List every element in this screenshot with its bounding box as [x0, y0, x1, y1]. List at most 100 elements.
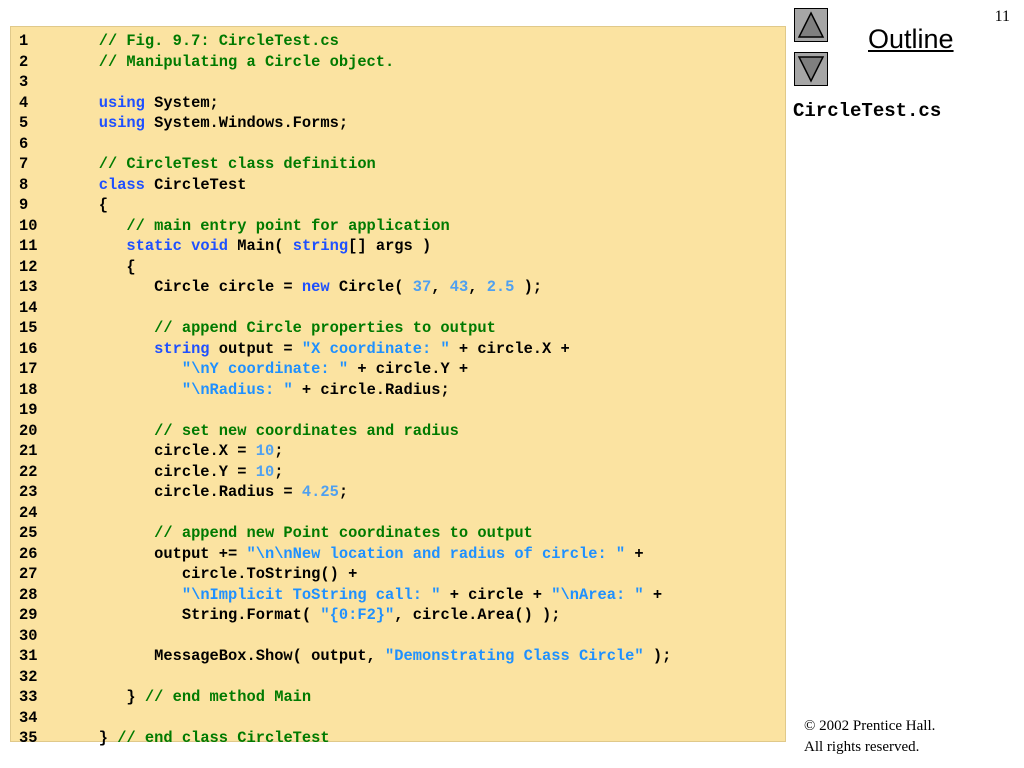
- code-token-string: "X coordinate: ": [301, 339, 450, 358]
- line-number: 27: [19, 565, 38, 583]
- line-number: 30: [19, 626, 38, 645]
- code-token-comment: // end method Main: [144, 688, 312, 706]
- code-token-plain: output =: [209, 339, 302, 358]
- line-number: 21: [19, 442, 38, 460]
- code-token-plain: ;: [338, 483, 349, 501]
- code-indent: [71, 565, 182, 583]
- code-token-plain: ;: [274, 462, 284, 481]
- code-line: 29 String.Format( "{0:F2}", circle.Area(…: [19, 605, 671, 626]
- code-token-plain: + circle +: [440, 585, 552, 604]
- line-number: 25: [19, 524, 38, 542]
- code-indent: [71, 155, 99, 173]
- triangle-down-icon: [797, 56, 825, 83]
- code-line: 27 circle.ToString() +: [19, 564, 671, 585]
- code-line: 31 MessageBox.Show( output, "Demonstrati…: [19, 646, 671, 667]
- code-indent: [71, 196, 99, 214]
- code-token-comment: // append new Point coordinates to outpu…: [154, 524, 533, 542]
- code-token-string: "\nImplicit ToString call: ": [181, 585, 441, 604]
- code-token-plain: }: [98, 729, 118, 747]
- code-token-plain: + circle.Y +: [348, 360, 469, 378]
- code-line: 22 circle.Y = 10;: [19, 462, 671, 483]
- copyright-line-1: © 2002 Prentice Hall.: [804, 718, 936, 734]
- code-token-comment: // set new coordinates and radius: [154, 421, 459, 440]
- page-number: 11: [994, 8, 1010, 25]
- code-token-number: 4.25: [301, 483, 339, 501]
- code-token-keyword: using: [98, 93, 145, 112]
- code-indent: [71, 217, 126, 235]
- code-token-comment: // end class CircleTest: [117, 729, 330, 747]
- code-token-plain: {: [98, 196, 108, 214]
- next-slide-button[interactable]: [794, 52, 828, 86]
- line-number: 32: [19, 667, 38, 686]
- code-line: 26 output += "\n\nNew location and radiu…: [19, 544, 671, 565]
- file-name-label: CircleTest.cs: [793, 100, 942, 122]
- line-number: 26: [19, 544, 38, 563]
- code-token-keyword: using: [98, 114, 145, 132]
- line-number: 3: [19, 73, 29, 91]
- line-number: 17: [19, 360, 38, 378]
- code-token-plain: CircleTest: [144, 175, 247, 194]
- code-line: 7 // CircleTest class definition: [19, 154, 671, 175]
- code-token-plain: String.Format(: [181, 606, 321, 624]
- line-number: 18: [19, 380, 38, 399]
- code-token-plain: }: [126, 688, 145, 706]
- code-line: 11 static void Main( string[] args ): [19, 236, 671, 257]
- code-line: 16 string output = "X coordinate: " + ci…: [19, 339, 671, 360]
- code-line: 13 Circle circle = new Circle( 37, 43, 2…: [19, 277, 671, 298]
- code-line: 35 } // end class CircleTest: [19, 728, 671, 749]
- code-token-keyword: class: [98, 175, 145, 194]
- code-token-plain: {: [126, 257, 136, 276]
- code-line: 34: [19, 708, 671, 729]
- line-number: 5: [19, 114, 29, 132]
- code-token-plain: System.Windows.Forms;: [144, 114, 349, 132]
- code-indent: [71, 114, 99, 132]
- code-token-string: "{0:F2}": [320, 606, 395, 624]
- code-token-keyword: new: [301, 278, 330, 296]
- code-token-keyword: string: [292, 237, 349, 255]
- code-indent: [71, 545, 154, 563]
- line-number: 13: [19, 278, 38, 296]
- code-token-plain: [] args ): [348, 237, 432, 255]
- code-indent: [71, 176, 99, 194]
- code-line: 21 circle.X = 10;: [19, 441, 671, 462]
- code-line: 30: [19, 626, 671, 647]
- code-line: 4 using System;: [19, 93, 671, 114]
- code-token-plain: ;: [274, 442, 284, 460]
- line-number: 12: [19, 257, 38, 276]
- code-indent: [71, 381, 182, 399]
- code-indent: [71, 360, 182, 378]
- code-token-plain: output +=: [154, 544, 247, 563]
- line-number: 7: [19, 155, 29, 173]
- code-token-number: 43: [449, 278, 469, 296]
- code-token-plain: Main(: [228, 237, 293, 255]
- code-line: 14: [19, 298, 671, 319]
- code-indent: [71, 606, 182, 624]
- code-token-comment: // Fig. 9.7: CircleTest.cs: [98, 32, 339, 50]
- line-number: 29: [19, 606, 38, 624]
- code-token-plain: circle.ToString() +: [181, 565, 358, 583]
- code-indent: [71, 483, 154, 501]
- line-number: 10: [19, 216, 38, 235]
- code-token-plain: ,: [468, 278, 487, 296]
- line-number: 20: [19, 421, 38, 440]
- code-indent: [71, 94, 99, 112]
- code-token-plain: +: [625, 544, 644, 563]
- code-indent: [71, 32, 99, 50]
- line-number: 9: [19, 196, 29, 214]
- code-line: 23 circle.Radius = 4.25;: [19, 482, 671, 503]
- code-line: 9 {: [19, 195, 671, 216]
- code-indent: [71, 237, 126, 255]
- line-number: 35: [19, 729, 38, 747]
- outline-link[interactable]: Outline: [868, 24, 954, 54]
- code-indent: [71, 524, 154, 542]
- code-line: 20 // set new coordinates and radius: [19, 421, 671, 442]
- line-number: 11: [19, 237, 38, 255]
- code-indent: [71, 340, 154, 358]
- code-token-comment: // append Circle properties to output: [154, 319, 496, 337]
- previous-slide-button[interactable]: [794, 8, 828, 42]
- line-number: 4: [19, 93, 29, 112]
- line-number: 31: [19, 647, 38, 665]
- code-indent: [71, 442, 154, 460]
- copyright-line-2: All rights reserved.: [804, 739, 920, 755]
